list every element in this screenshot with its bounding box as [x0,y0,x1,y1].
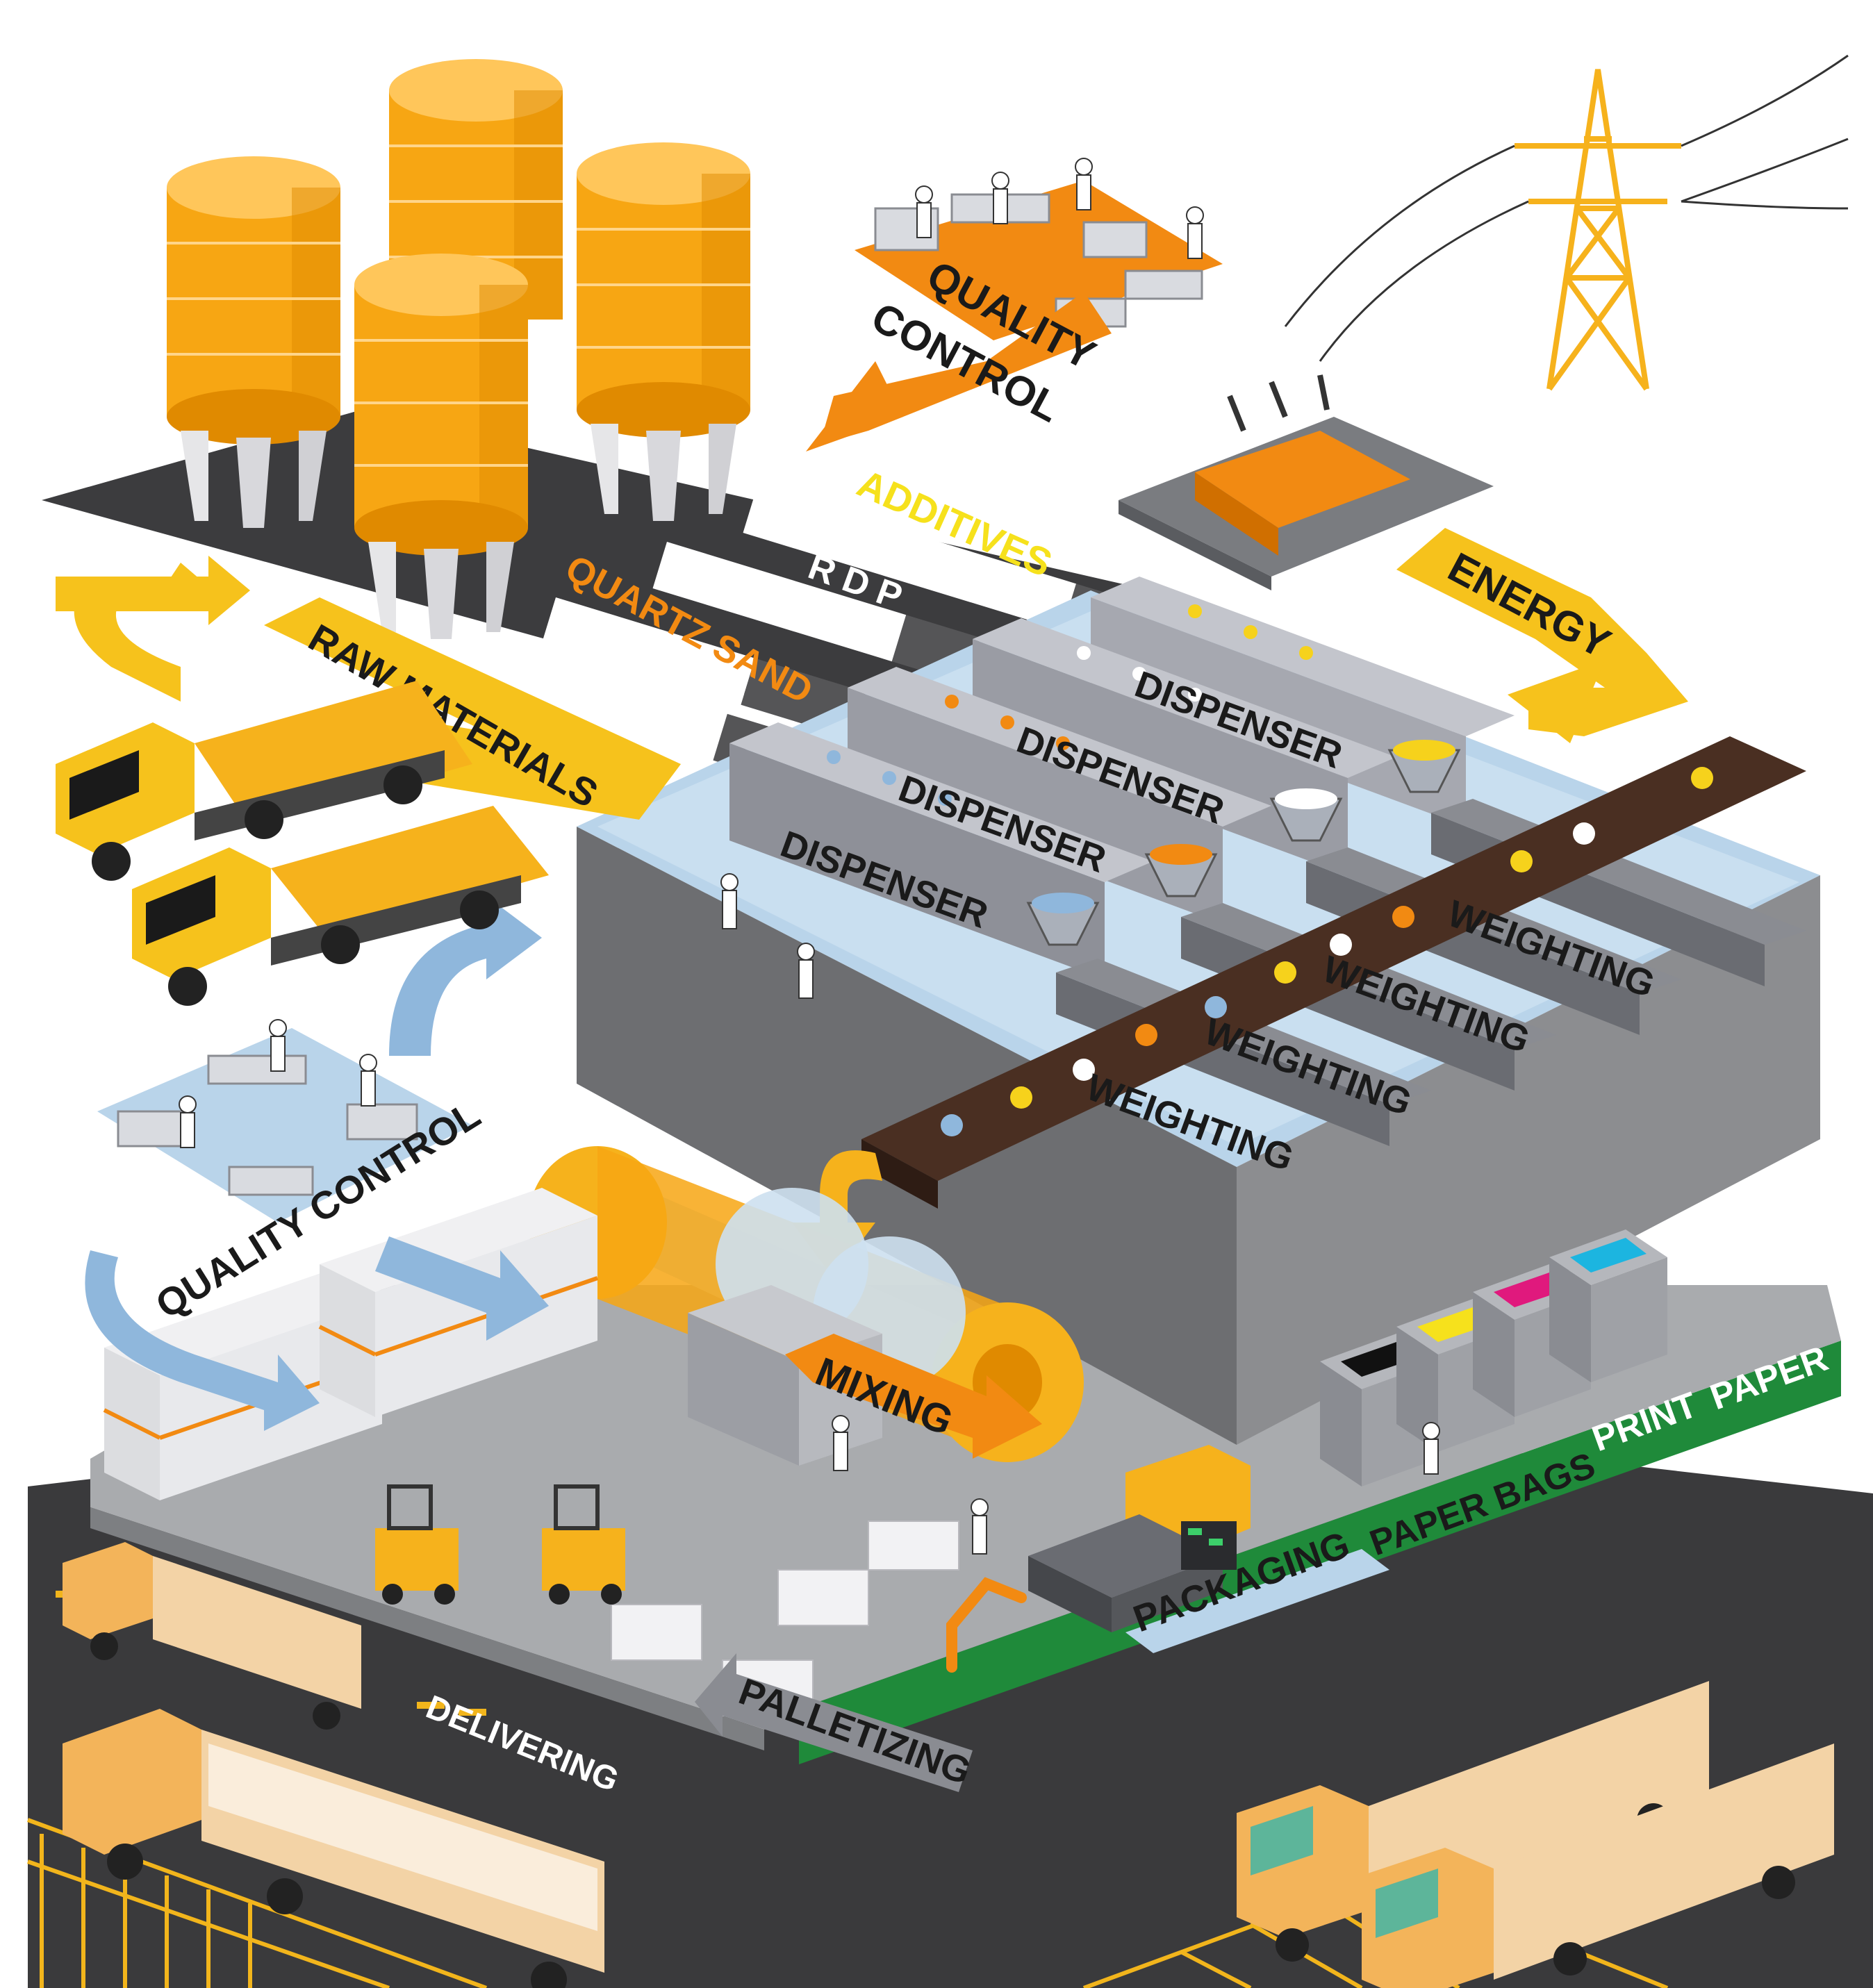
delivery-truck-right [1237,1681,1834,1988]
worker-icon [720,873,1440,1555]
delivery-truck-left [63,1542,604,1988]
silo-icon [167,59,750,639]
transformer-icon [1119,374,1494,590]
green-strip [799,1341,1841,1764]
quality-control-top: QUALITY CONTROL [806,158,1223,452]
palletizing-arrow [695,1653,973,1792]
power-tower-icon [1515,69,1681,391]
packaging-machine [1028,1445,1251,1632]
truck-icon [56,681,549,1006]
packaging-band [1125,1549,1389,1653]
power-lines [1284,54,1849,362]
printer-icon [1320,1229,1667,1486]
dispenser-machines [729,577,1515,979]
robot-arm-icon [946,1577,1027,1673]
forklift-icon [375,1484,625,1605]
worker-icon [179,1019,377,1148]
conveyor-icon [861,736,1806,1209]
worker-icon [915,158,1204,259]
